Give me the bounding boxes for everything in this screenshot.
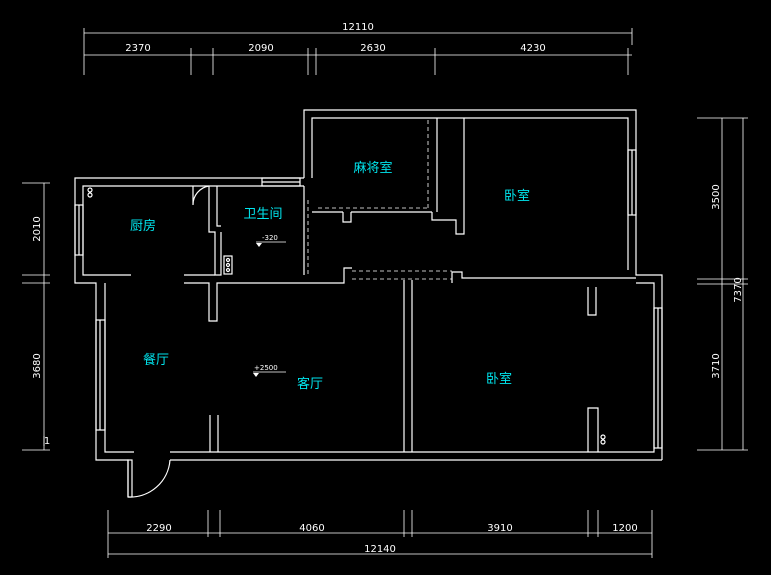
left-dimension-lines bbox=[22, 182, 50, 451]
right-dimension-2: 3710 bbox=[711, 353, 722, 378]
room-label-mahjong: 麻将室 bbox=[353, 160, 392, 176]
bottom-dimension-4: 1200 bbox=[612, 523, 637, 534]
top-dimension-2: 2090 bbox=[248, 43, 273, 54]
top-dimension-3: 2630 bbox=[360, 43, 385, 54]
top-total-dimension: 12110 bbox=[342, 22, 374, 33]
dashed-openings bbox=[307, 120, 452, 280]
bottom-total-dimension: 12140 bbox=[364, 544, 396, 555]
right-dimension-1: 3500 bbox=[711, 184, 722, 209]
room-label-bathroom: 卫生间 bbox=[243, 207, 282, 222]
kitchen-bath-door[interactable] bbox=[192, 185, 210, 206]
room-label-living: 客厅 bbox=[297, 376, 323, 392]
bottom-dimension-3: 3910 bbox=[487, 523, 512, 534]
top-dimension-1: 2370 bbox=[125, 43, 150, 54]
level-marker-bathroom: -320 bbox=[256, 234, 286, 247]
room-label-dining: 餐厅 bbox=[143, 352, 169, 368]
left-dimension-3: 1 bbox=[44, 436, 50, 447]
top-dimension-lines bbox=[83, 28, 633, 75]
left-dimension-1: 2010 bbox=[32, 216, 43, 241]
windows bbox=[74, 149, 663, 449]
level-bathroom: -320 bbox=[262, 234, 278, 242]
right-dimension-lines bbox=[697, 117, 748, 451]
room-label-bedroom-top: 卧室 bbox=[504, 188, 530, 204]
level-living: +2500 bbox=[254, 364, 278, 372]
doors bbox=[127, 185, 210, 498]
bottom-dimension-1: 2290 bbox=[146, 523, 171, 534]
right-total-dimension: 7370 bbox=[733, 277, 744, 302]
entrance-door[interactable] bbox=[127, 459, 171, 498]
top-dimension-4: 4230 bbox=[520, 43, 545, 54]
bottom-dimension-2: 4060 bbox=[299, 523, 324, 534]
interior-walls bbox=[105, 118, 636, 452]
fixtures bbox=[87, 187, 606, 445]
room-label-kitchen: 厨房 bbox=[130, 218, 156, 234]
bottom-dimension-lines bbox=[107, 510, 653, 558]
room-label-bedroom-bottom: 卧室 bbox=[486, 371, 512, 387]
level-marker-living: +2500 bbox=[253, 364, 286, 377]
left-dimension-2: 3680 bbox=[32, 353, 43, 378]
